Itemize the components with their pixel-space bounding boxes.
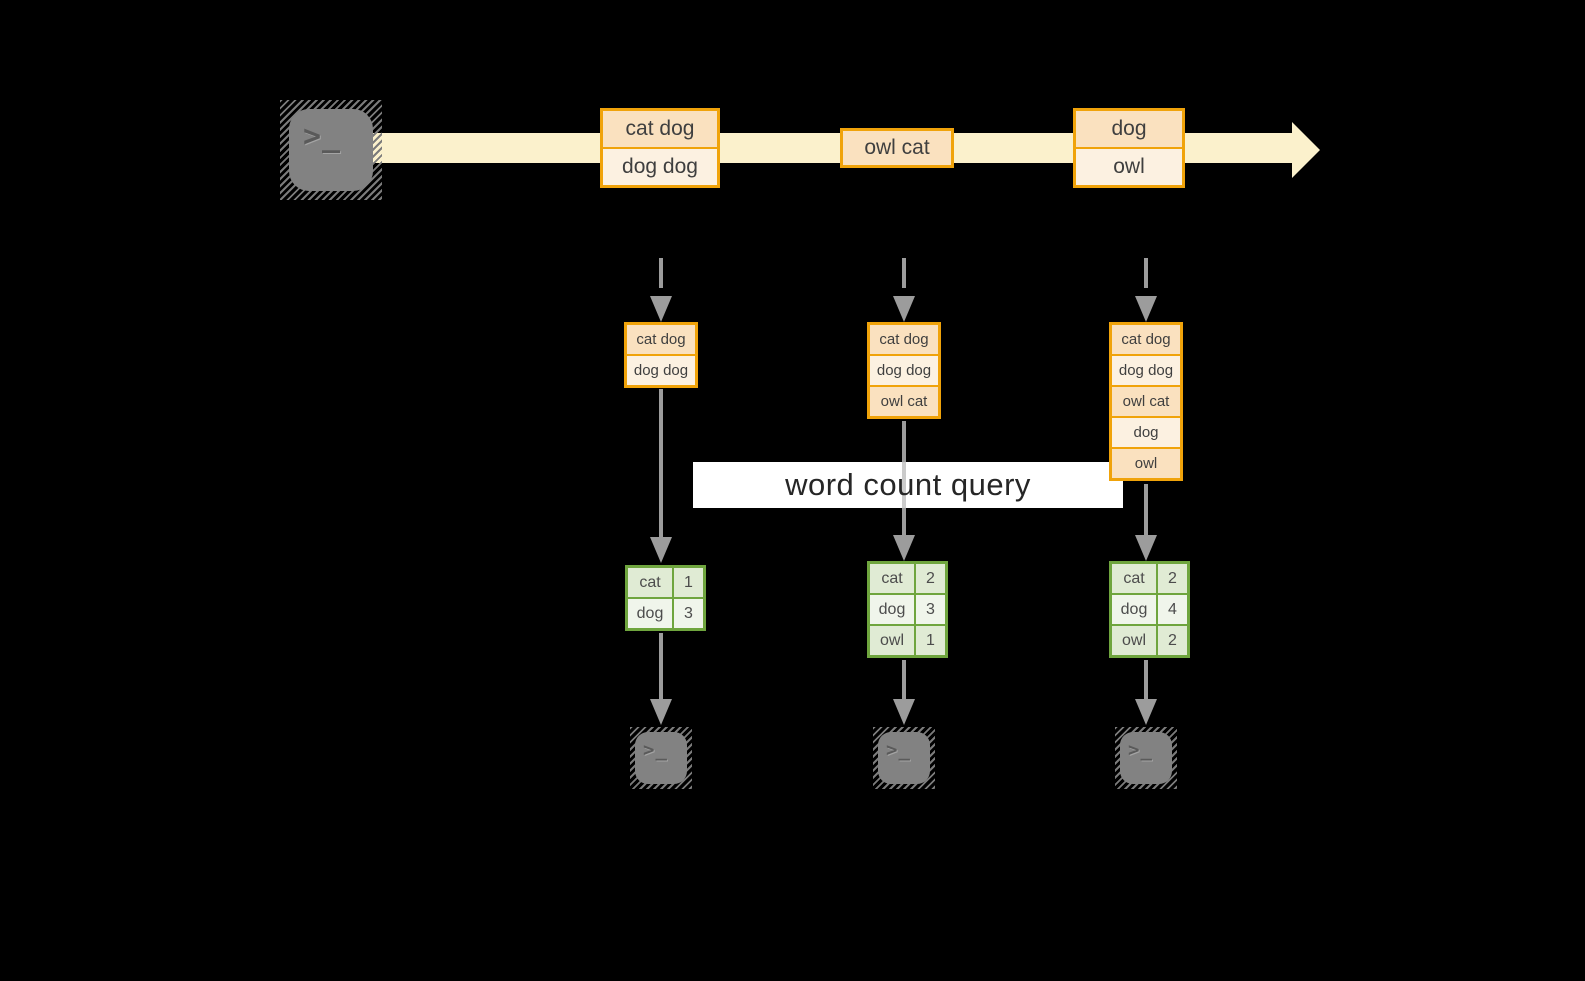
- count-cell: 1: [674, 568, 703, 597]
- table-row: dog 3: [870, 595, 945, 624]
- word-cell: dog: [1112, 595, 1156, 624]
- flow-line-through-label: [902, 462, 906, 508]
- flow-arrowhead-icon: [1135, 699, 1157, 725]
- state-box: cat dog dog dog owl cat: [867, 322, 941, 419]
- count-cell: 1: [916, 626, 945, 655]
- state-line: dog: [1112, 418, 1180, 447]
- flow-arrowhead-icon: [893, 535, 915, 561]
- emit-arrowhead-icon: [893, 296, 915, 322]
- stream-event-line: owl: [1076, 149, 1182, 185]
- table-row: owl 1: [870, 626, 945, 655]
- state-line: cat dog: [870, 325, 938, 354]
- table-row: dog 4: [1112, 595, 1187, 624]
- result-terminal-icon: >_: [1115, 727, 1177, 789]
- count-cell: 2: [1158, 626, 1187, 655]
- terminal-body: >_: [635, 732, 687, 784]
- state-line: cat dog: [1112, 325, 1180, 354]
- event-stream-arrowhead-icon: [1292, 122, 1320, 178]
- terminal-body: >_: [1120, 732, 1172, 784]
- flow-arrow-line: [659, 633, 663, 699]
- stream-event-line: cat dog: [603, 111, 717, 147]
- stream-event-box: dog owl: [1073, 108, 1185, 188]
- count-cell: 2: [1158, 564, 1187, 593]
- table-row: cat 2: [870, 564, 945, 593]
- stream-event-line: owl cat: [843, 131, 951, 165]
- word-cell: dog: [870, 595, 914, 624]
- state-line: dog dog: [870, 356, 938, 385]
- state-line: owl: [1112, 449, 1180, 478]
- result-terminal-icon: >_: [873, 727, 935, 789]
- query-label: word count query: [785, 467, 1031, 502]
- emit-arrowhead-icon: [1135, 296, 1157, 322]
- count-cell: 2: [916, 564, 945, 593]
- emit-arrow-dash: [659, 258, 663, 288]
- emit-arrow-dash: [902, 258, 906, 288]
- source-terminal-icon: >_: [280, 100, 382, 200]
- word-count-table: cat 2 dog 4 owl 2: [1109, 561, 1190, 658]
- flow-arrow-line: [659, 389, 663, 537]
- terminal-prompt-glyph: >_: [643, 739, 668, 761]
- count-cell: 4: [1158, 595, 1187, 624]
- state-box: cat dog dog dog: [624, 322, 698, 388]
- state-line: owl cat: [870, 387, 938, 416]
- state-line: owl cat: [1112, 387, 1180, 416]
- result-terminal-icon: >_: [630, 727, 692, 789]
- state-line: dog dog: [1112, 356, 1180, 385]
- flow-arrowhead-icon: [650, 699, 672, 725]
- flow-arrowhead-icon: [1135, 535, 1157, 561]
- word-cell: cat: [870, 564, 914, 593]
- word-cell: owl: [870, 626, 914, 655]
- word-cell: owl: [1112, 626, 1156, 655]
- flow-arrow-line: [902, 660, 906, 699]
- table-row: cat 2: [1112, 564, 1187, 593]
- emit-arrowhead-icon: [650, 296, 672, 322]
- table-row: dog 3: [628, 599, 703, 628]
- terminal-prompt-glyph: >_: [886, 739, 911, 761]
- terminal-body: >_: [289, 109, 373, 191]
- flow-arrowhead-icon: [650, 537, 672, 563]
- table-row: owl 2: [1112, 626, 1187, 655]
- table-row: cat 1: [628, 568, 703, 597]
- word-count-table: cat 1 dog 3: [625, 565, 706, 631]
- state-line: cat dog: [627, 325, 695, 354]
- flow-arrow-line: [1144, 660, 1148, 699]
- stream-event-line: dog dog: [603, 149, 717, 185]
- flow-arrowhead-icon: [893, 699, 915, 725]
- terminal-prompt-glyph: >_: [1128, 739, 1153, 761]
- stream-event-line: dog: [1076, 111, 1182, 147]
- state-box: cat dog dog dog owl cat dog owl: [1109, 322, 1183, 481]
- count-cell: 3: [916, 595, 945, 624]
- state-line: dog dog: [627, 356, 695, 385]
- query-label-box: word count query: [693, 462, 1123, 508]
- word-cell: dog: [628, 599, 672, 628]
- emit-arrow-dash: [1144, 258, 1148, 288]
- stream-event-box: owl cat: [840, 128, 954, 168]
- count-cell: 3: [674, 599, 703, 628]
- stream-event-box: cat dog dog dog: [600, 108, 720, 188]
- flow-arrow-line: [1144, 484, 1148, 535]
- terminal-prompt-glyph: >_: [303, 119, 342, 154]
- terminal-body: >_: [878, 732, 930, 784]
- word-cell: cat: [1112, 564, 1156, 593]
- word-count-table: cat 2 dog 3 owl 1: [867, 561, 948, 658]
- word-cell: cat: [628, 568, 672, 597]
